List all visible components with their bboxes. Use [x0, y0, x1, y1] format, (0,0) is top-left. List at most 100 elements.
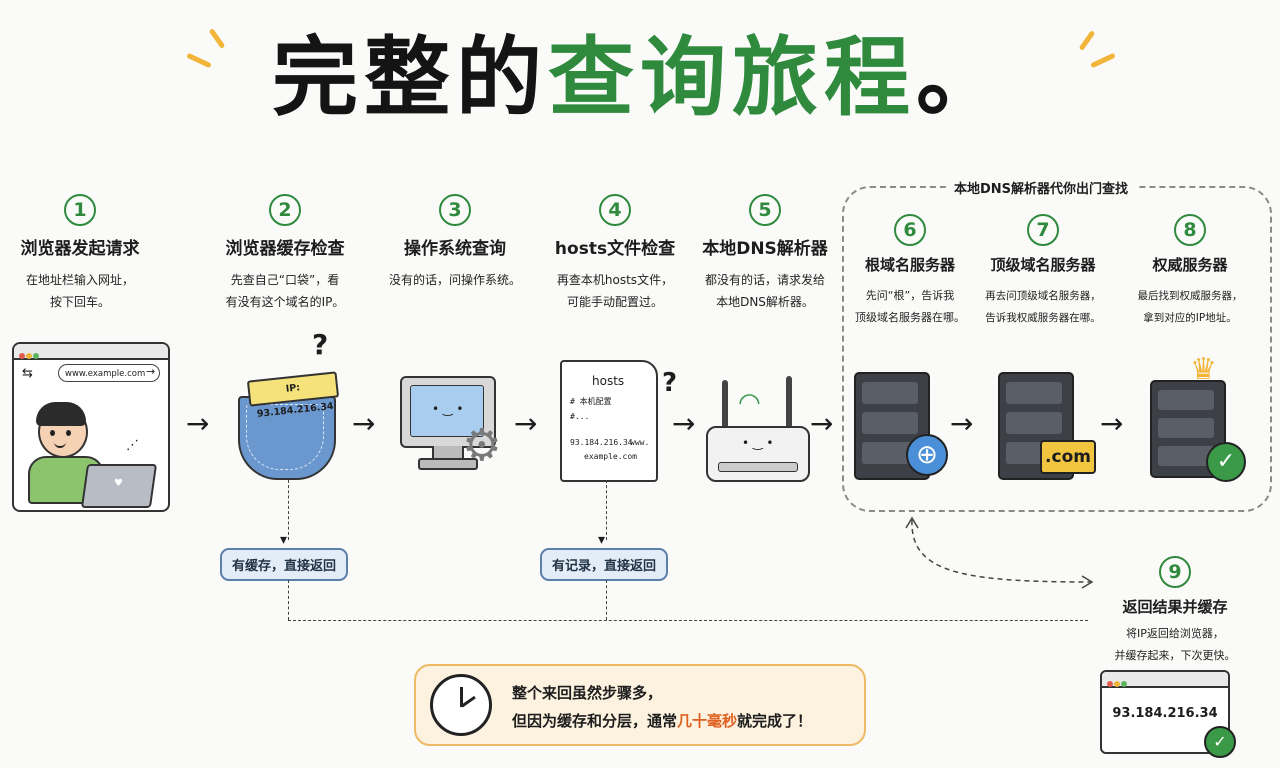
step-6: 6 根域名服务器 先问“根”，告诉我 顶级域名服务器在哪。	[840, 214, 980, 329]
step-title: 浏览器发起请求	[20, 239, 140, 259]
step-4: 4 hosts文件检查 再查本机hosts文件， 可能手动配置过。	[540, 194, 690, 313]
router-antenna	[786, 376, 792, 430]
hosts-file-comment: # 本机配置	[570, 397, 612, 406]
dashed-connector	[606, 480, 607, 540]
badge-cache-hit: 有缓存，直接返回	[220, 548, 349, 581]
server-slot	[862, 442, 918, 464]
go-arrow-icon: →	[146, 365, 156, 378]
hosts-file-entry-host: www.	[630, 438, 650, 447]
window-titlebar	[14, 344, 168, 360]
step-title: 根域名服务器	[864, 256, 955, 274]
step-title: 顶级域名服务器	[990, 256, 1096, 274]
step-number: 6	[894, 214, 926, 246]
step-8: 8 权威服务器 最后找到权威服务器， 拿到对应的IP地址。	[1120, 214, 1260, 329]
address-url: www.example.com	[65, 369, 146, 379]
tld-label: .com	[1040, 440, 1096, 474]
arrow-down-icon: ▾	[598, 532, 606, 548]
address-bar: www.example.com	[58, 364, 160, 382]
badge-hosts-hit: 有记录，直接返回	[540, 548, 669, 581]
step-3: 3 操作系统查询 没有的话，问操作系统。	[380, 194, 530, 291]
server-slot	[862, 412, 918, 434]
step-desc: 再查本机hosts文件， 可能手动配置过。	[556, 273, 674, 309]
step-5: 5 本地DNS解析器 都没有的话，请求发给 本地DNS解析器。	[690, 194, 840, 313]
hosts-file-entry-host: example.com	[584, 452, 637, 461]
hosts-file-entry-ip: 93.184.216.34	[570, 438, 633, 447]
back-forward-icon: ⇆	[22, 366, 33, 381]
step-number: 7	[1027, 214, 1059, 246]
arrow-right-icon: →	[672, 407, 696, 440]
step-2: 2 浏览器缓存检查 先查自己“口袋”，看 有没有这个域名的IP。	[200, 194, 370, 313]
step-desc: 没有的话，问操作系统。	[388, 273, 521, 287]
server-slot	[1158, 418, 1214, 438]
title-period: 。	[916, 28, 1008, 128]
check-icon: ✓	[1204, 726, 1236, 758]
return-path-dashed	[606, 580, 607, 620]
monitor-screen	[410, 385, 484, 437]
step-desc: 再去问顶级域名服务器， 告诉我权威服务器在哪。	[985, 290, 1101, 324]
user-eye	[66, 430, 71, 436]
step-title: 返回结果并缓存	[1122, 598, 1228, 616]
root-server-illustration	[854, 372, 930, 480]
result-ip: 93.184.216.34	[1112, 706, 1218, 721]
user-hair	[36, 402, 86, 426]
check-icon: ✓	[1206, 442, 1246, 482]
hosts-file-comment: #...	[570, 412, 590, 421]
ip-tag-text: IP: 93.184.216.34	[256, 382, 335, 420]
arrow-right-icon: →	[950, 407, 974, 440]
dashed-connector	[288, 480, 289, 540]
title-part1: 完整的	[272, 28, 548, 128]
summary-line1: 整个来回虽然步骤多，	[512, 684, 663, 702]
summary-line2-post: 就完成了！	[737, 712, 813, 730]
step-desc: 最后找到权威服务器， 拿到对应的IP地址。	[1137, 290, 1243, 324]
step-title: 操作系统查询	[404, 239, 506, 259]
step-number: 3	[439, 194, 471, 226]
arrow-right-icon: →	[514, 407, 538, 440]
step-9: 9 返回结果并缓存 将IP返回给浏览器， 并缓存起来，下次更快。	[1090, 556, 1260, 667]
router-light-strip	[718, 462, 798, 472]
browser-window-illustration: ⇆ www.example.com → ♥ ⋰	[12, 342, 170, 512]
summary-line2: 但因为缓存和分层，通常几十毫秒就完成了！	[512, 710, 812, 731]
arrow-down-icon: ▾	[280, 532, 288, 548]
clock-icon	[430, 674, 492, 736]
summary-highlight: 几十毫秒	[677, 712, 738, 730]
step-number: 9	[1159, 556, 1191, 588]
step-number: 2	[269, 194, 301, 226]
arrow-right-icon: →	[186, 407, 210, 440]
result-window: 93.184.216.34	[1100, 670, 1230, 754]
router-illustration: • ‿ •	[706, 426, 810, 482]
step-desc: 先查自己“口袋”，看 有没有这个域名的IP。	[225, 273, 345, 309]
server-slot	[1006, 382, 1062, 404]
return-path-dashed	[288, 580, 289, 620]
arrow-right-icon: →	[1100, 407, 1124, 440]
window-titlebar	[1102, 672, 1228, 688]
server-slot	[1006, 412, 1062, 434]
return-path-dashed	[288, 620, 1088, 621]
server-slot	[1158, 390, 1214, 410]
router-face: • ‿ •	[742, 436, 774, 450]
step-title: 浏览器缓存检查	[225, 239, 345, 259]
summary-box: 整个来回虽然步骤多， 但因为缓存和分层，通常几十毫秒就完成了！	[414, 664, 866, 746]
hosts-file-illustration: hosts # 本机配置 #... 93.184.216.34 www. exa…	[560, 360, 658, 482]
step-7: 7 顶级域名服务器 再去问顶级域名服务器， 告诉我权威服务器在哪。	[976, 214, 1110, 329]
arrow-right-icon: →	[810, 407, 834, 440]
step-desc: 都没有的话，请求发给 本地DNS解析器。	[704, 273, 825, 309]
step-1: 1 浏览器发起请求 在地址栏输入网址， 按下回车。	[0, 194, 160, 313]
step-desc: 先问“根”，告诉我 顶级域名服务器在哪。	[855, 289, 965, 324]
gear-icon: ⚙	[462, 420, 502, 471]
page-title: 完整的查询旅程。	[0, 18, 1280, 138]
server-slot	[1158, 446, 1214, 466]
click-spark-icon: ⋰	[126, 438, 139, 453]
arrow-right-icon: →	[352, 407, 376, 440]
resolver-group-label: 本地DNS解析器代你出门查找	[946, 178, 1137, 197]
step-number: 4	[599, 194, 631, 226]
step-number: 1	[64, 194, 96, 226]
step-title: 权威服务器	[1152, 256, 1228, 274]
router-antenna	[722, 380, 728, 430]
wifi-icon: ◠	[738, 388, 761, 418]
user-eye	[50, 430, 55, 436]
step-number: 5	[749, 194, 781, 226]
user-mouth	[54, 440, 66, 448]
ip-tag: IP: 93.184.216.34	[246, 371, 340, 420]
server-slot	[862, 382, 918, 404]
step-desc: 在地址栏输入网址， 按下回车。	[25, 273, 134, 309]
